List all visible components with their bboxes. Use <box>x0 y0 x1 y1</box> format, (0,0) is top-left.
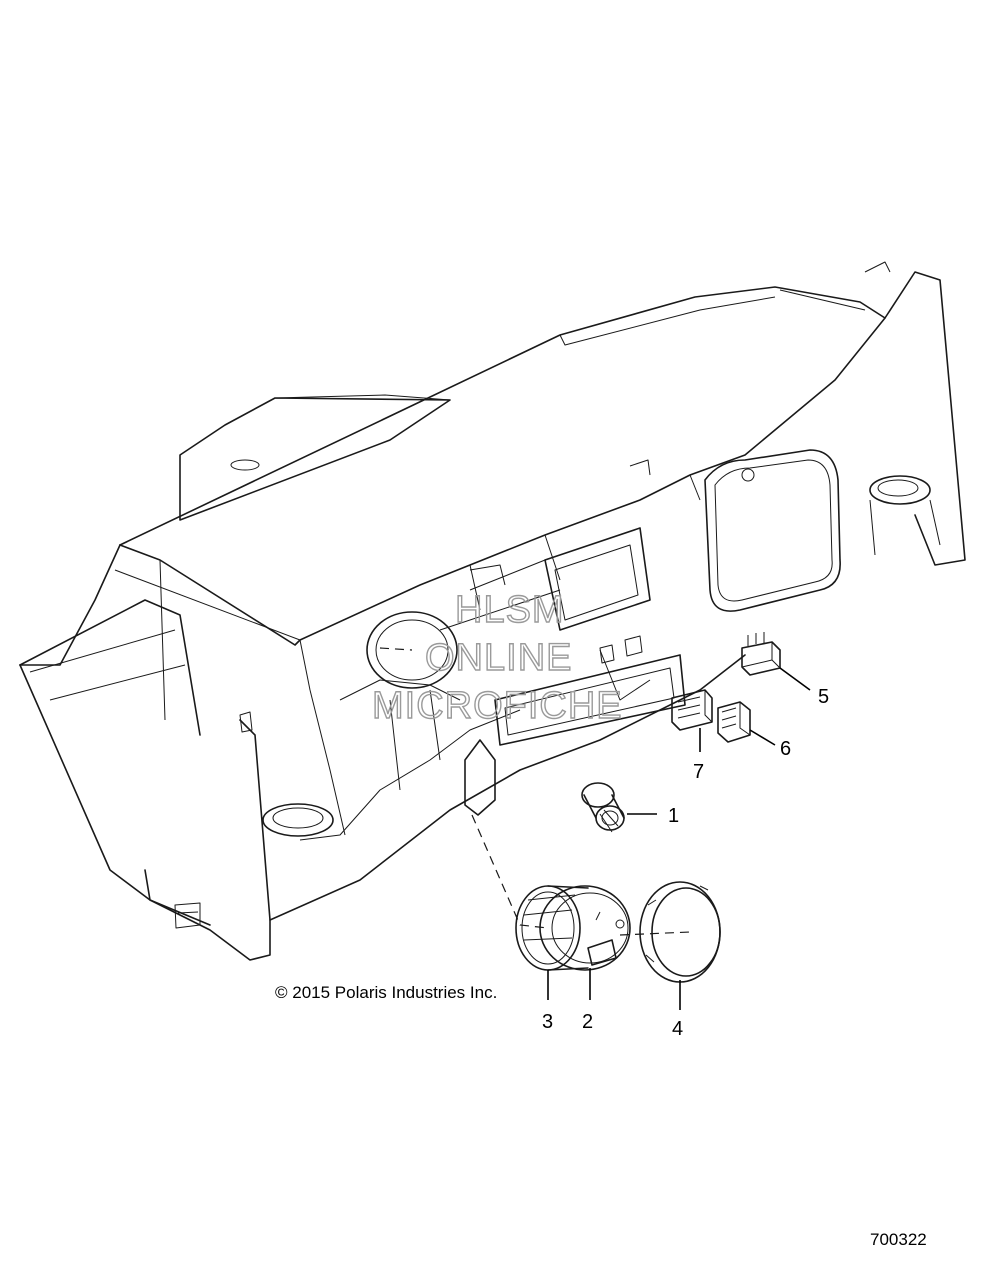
callout-5: 5 <box>818 686 829 708</box>
watermark-line-2: ONLINE <box>425 637 572 679</box>
callout-6: 6 <box>780 738 791 760</box>
callout-3: 3 <box>542 1011 553 1033</box>
figure-number: 700322 <box>870 1230 927 1249</box>
assembly-line-bezel <box>619 931 691 936</box>
callout-4: 4 <box>672 1018 683 1040</box>
copyright-text: © 2015 Polaris Industries Inc. <box>275 983 497 1002</box>
callout-1: 1 <box>668 805 679 827</box>
callout-2: 2 <box>582 1011 593 1033</box>
part-2-gauge[interactable] <box>539 885 631 971</box>
leader-6 <box>749 729 776 746</box>
watermark-line-1: HLSM <box>455 589 565 631</box>
part-6-rocker-switch[interactable] <box>717 701 751 743</box>
part-3-gauge-housing[interactable] <box>515 885 589 971</box>
callout-7: 7 <box>693 761 704 783</box>
part-7-switch-bank[interactable] <box>671 689 713 731</box>
watermark-line-3: MICROFICHE <box>372 685 623 727</box>
part-5-switch[interactable] <box>741 632 781 676</box>
assembly-line-gauge <box>471 814 549 929</box>
watermark: HLSM ONLINE MICROFICHE <box>371 588 623 727</box>
leader-5 <box>779 667 811 691</box>
part-1-ignition-switch[interactable] <box>581 782 625 833</box>
